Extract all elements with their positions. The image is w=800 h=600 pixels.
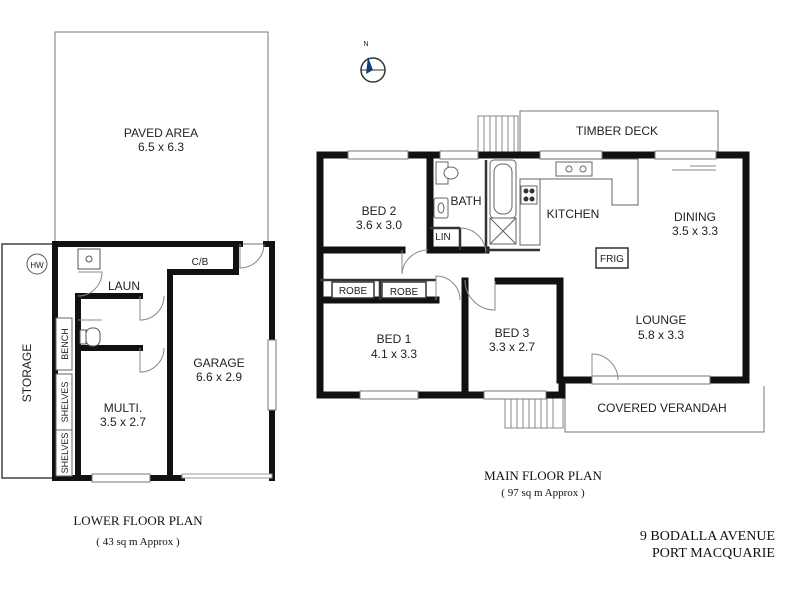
timber-deck: [519, 110, 719, 153]
multi-label: MULTI.: [104, 401, 142, 415]
main-toilet-icon: [443, 166, 459, 180]
lower-walls: [52, 241, 275, 481]
lower-floor-plan: PAVED AREA 6.5 x 6.3 HW LAUN C/B STORAGE…: [1, 31, 277, 548]
hot-water-icon: [26, 253, 48, 275]
paved-area-size: 6.5 x 6.3: [138, 140, 184, 154]
storage-wall: [1, 243, 55, 479]
thin-partitions: [320, 160, 540, 300]
bed2-size: 3.6 x 3.0: [356, 218, 402, 232]
covered-verandah: [564, 386, 765, 433]
fridge-label: FRIG: [600, 254, 624, 265]
lounge-label: LOUNGE: [636, 313, 687, 327]
deck-steps: [477, 115, 519, 155]
garage-window: [267, 339, 277, 411]
address-line-2: PORT MACQUARIE: [652, 546, 775, 561]
bath-fixtures: [433, 159, 517, 245]
cooktop-icon: [520, 185, 538, 205]
bed3-label: BED 3: [495, 326, 530, 340]
bench-label: BENCH: [60, 328, 70, 360]
address-line-1: 9 BODALLA AVENUE: [640, 529, 775, 544]
bed2-label: BED 2: [362, 204, 397, 218]
multi-size: 3.5 x 2.7: [100, 415, 146, 429]
laundry-tub-icon: [77, 248, 101, 270]
robe-label-1: ROBE: [339, 286, 368, 297]
shelves-lower: [55, 429, 73, 477]
garage-size: 6.6 x 2.9: [196, 370, 242, 384]
shelves-label-upper: SHELVES: [60, 382, 70, 423]
bath-label: BATH: [450, 194, 481, 208]
bed3-size: 3.3 x 2.7: [489, 340, 535, 354]
multi-window: [91, 473, 151, 483]
kitchen-bench: [519, 158, 639, 246]
linen-label: LIN: [435, 232, 451, 243]
lounge-size: 5.8 x 3.3: [638, 328, 684, 342]
main-walls: [316, 151, 750, 399]
garage-label: GARAGE: [193, 356, 244, 370]
bed1-label: BED 1: [377, 332, 412, 346]
robe-box-1: [331, 281, 375, 299]
dining-label: DINING: [674, 210, 716, 224]
cupboard-label: C/B: [192, 257, 209, 268]
compass-north-label: N: [363, 41, 368, 48]
robe-label-2: ROBE: [390, 287, 419, 298]
main-floor-title: MAIN FLOOR PLAN: [484, 468, 602, 483]
main-doors: [401, 165, 716, 381]
main-windows: [347, 150, 717, 400]
covered-verandah-label: COVERED VERANDAH: [597, 401, 726, 415]
main-floor-plan: TIMBER DECK BED 2 3.6 x 3.0 BATH LIN KIT…: [316, 110, 765, 499]
lower-floor-area: ( 43 sq m Approx ): [96, 536, 180, 548]
toilet-icon: [85, 327, 101, 347]
robe-box-2: [381, 281, 427, 299]
compass-icon: N: [360, 41, 386, 83]
dining-size: 3.5 x 3.3: [672, 224, 718, 238]
fridge-box: [595, 247, 629, 269]
bed1-size: 4.1 x 3.3: [371, 347, 417, 361]
paved-area-label: PAVED AREA: [124, 126, 198, 140]
laundry-label: LAUN: [108, 279, 140, 293]
storage-label: STORAGE: [20, 344, 34, 402]
garage-door: [181, 473, 273, 479]
bench: [55, 317, 73, 371]
shelves-label-lower: SHELVES: [60, 433, 70, 474]
lower-floor-title: LOWER FLOOR PLAN: [73, 513, 203, 528]
hot-water-label: HW: [30, 261, 44, 270]
kitchen-label: KITCHEN: [547, 207, 600, 221]
verandah-steps: [504, 397, 564, 429]
timber-deck-label: TIMBER DECK: [576, 124, 658, 138]
lower-doors: [77, 243, 265, 373]
main-floor-area: ( 97 sq m Approx ): [501, 487, 585, 499]
